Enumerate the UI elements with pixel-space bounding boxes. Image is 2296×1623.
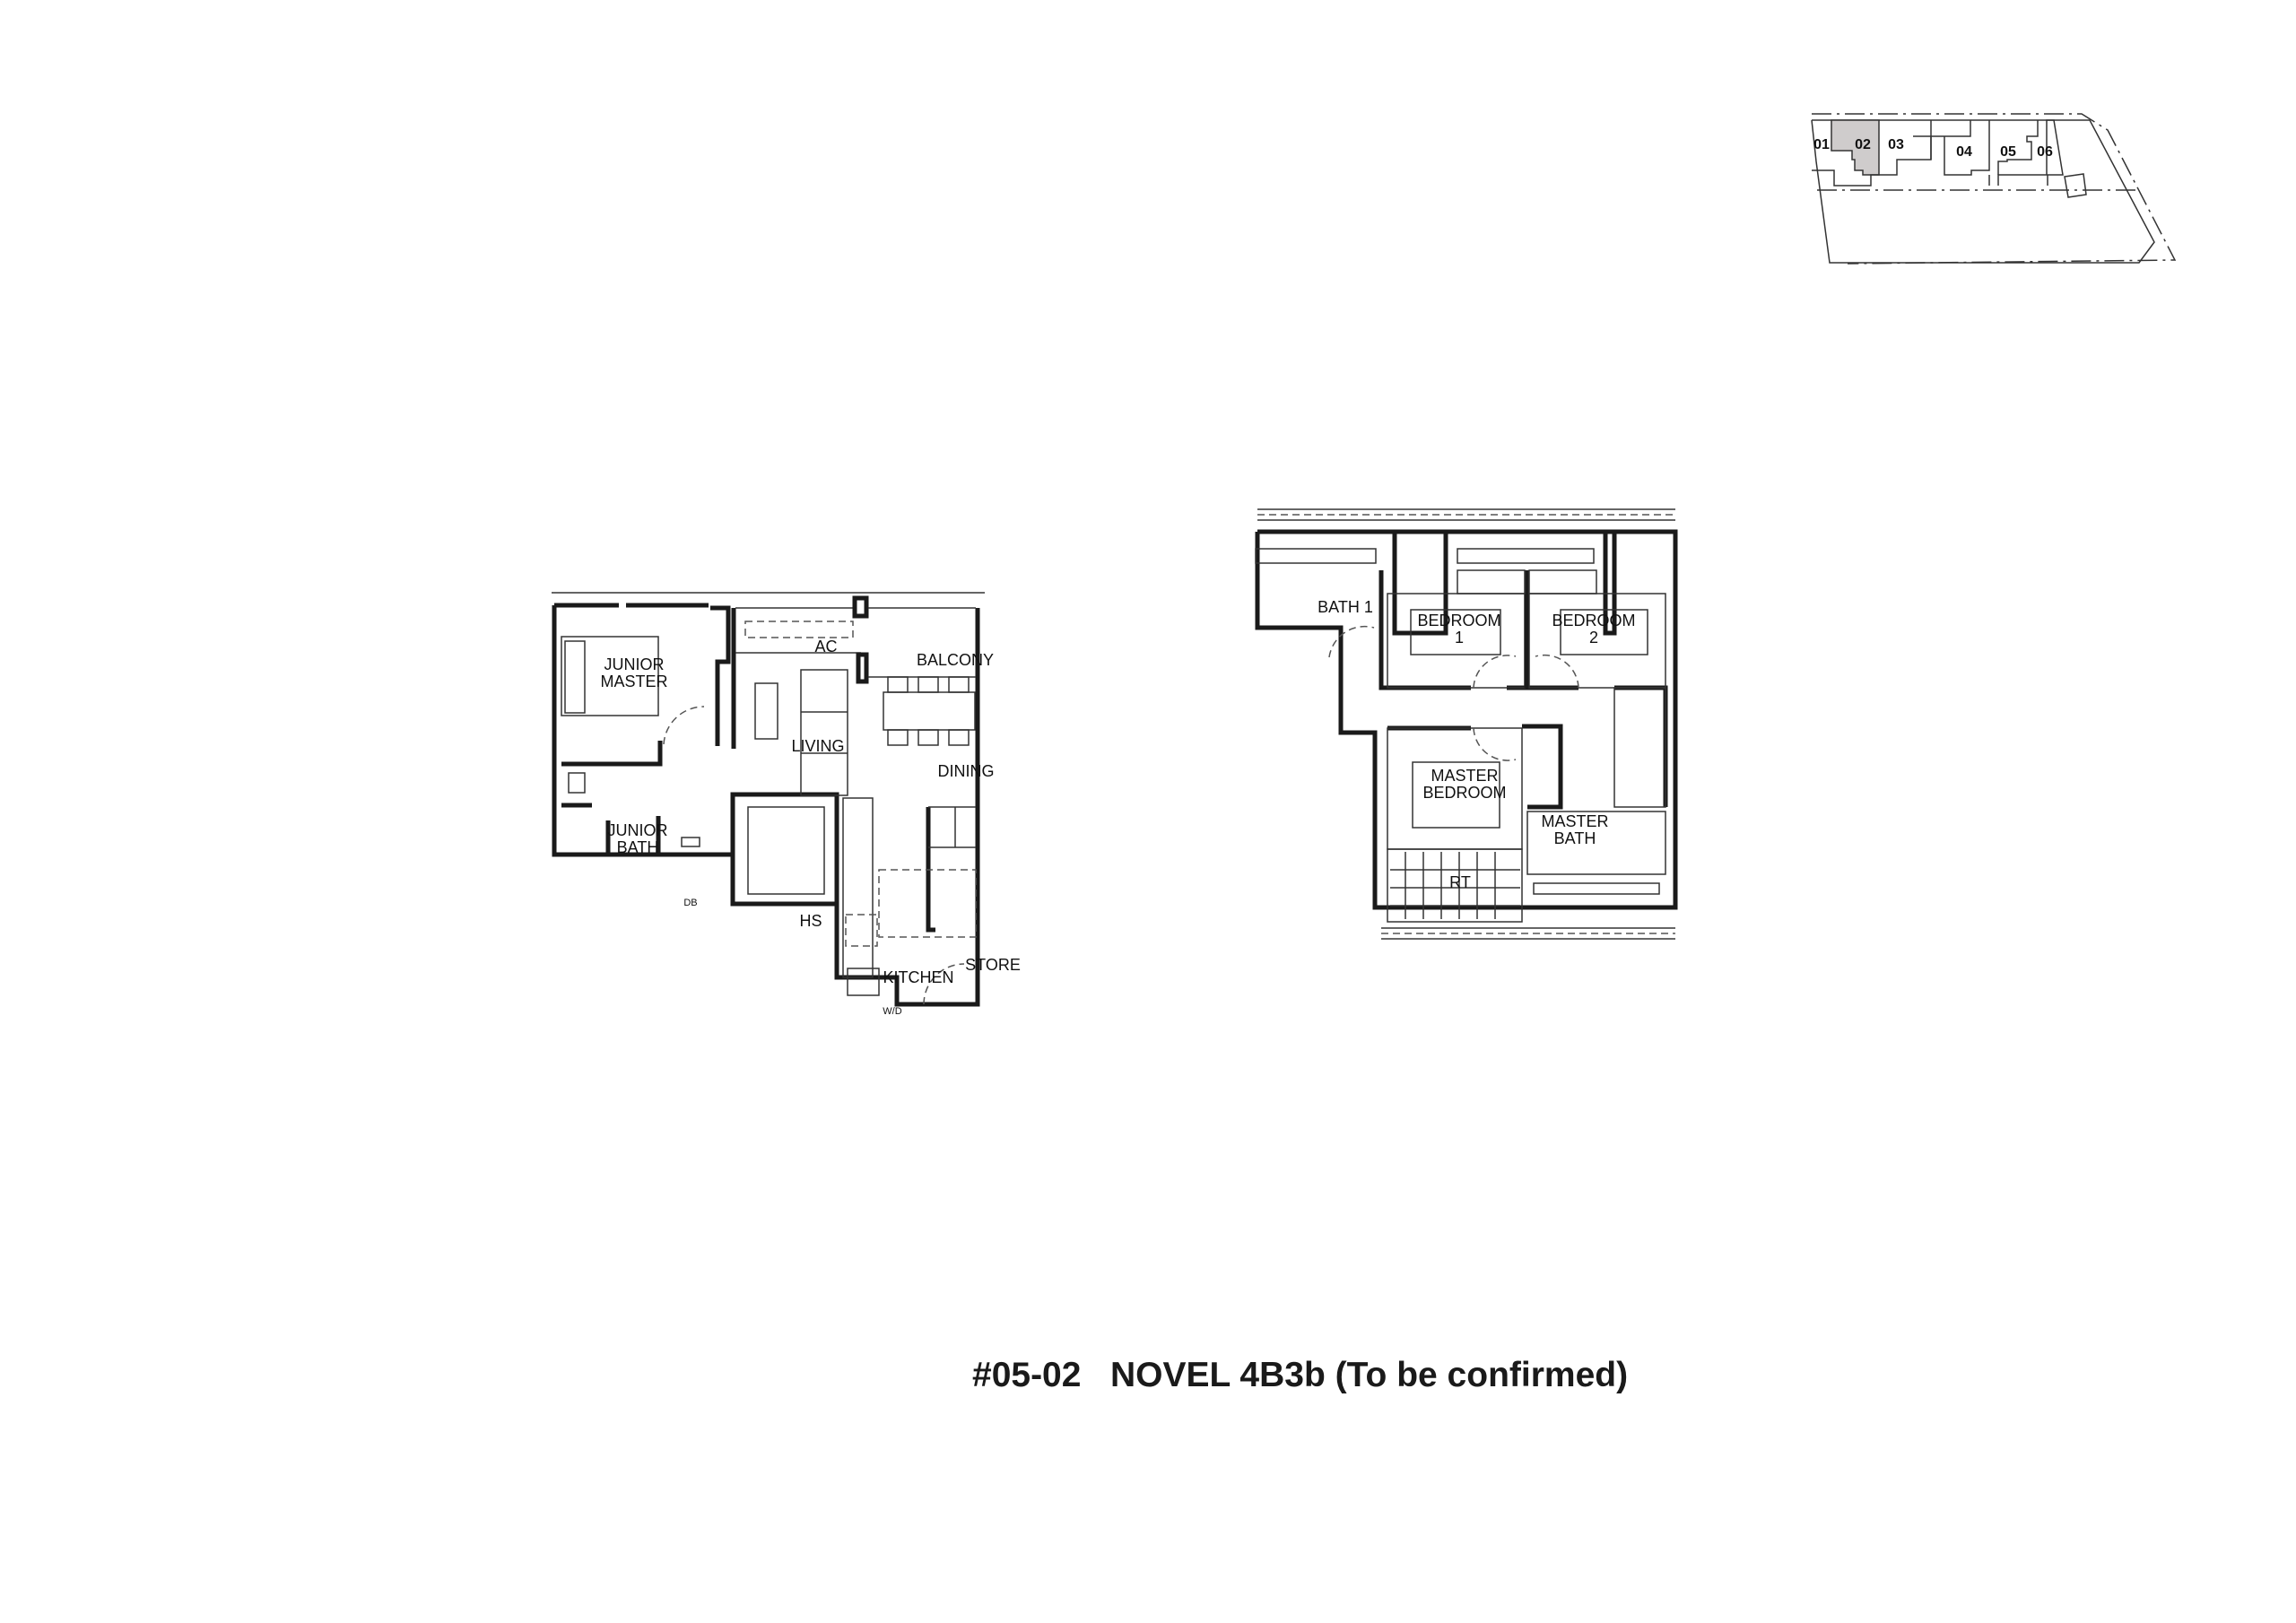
label-junior-master: JUNIOR (604, 655, 665, 673)
label-balcony: BALCONY (917, 651, 994, 669)
plan-title: #05-02 NOVEL 4B3b (To be confirmed) (972, 1356, 1628, 1395)
label-bedroom-1-number: 1 (1455, 629, 1464, 647)
key-plan-unit-02: 02 (1855, 137, 1871, 152)
label-living: LIVING (791, 737, 844, 755)
lower-floor-labels: JUNIOR MASTER AC BALCONY LIVING DINING J… (600, 638, 1020, 1017)
label-dining: DINING (938, 762, 995, 780)
label-junior-master-2: MASTER (600, 673, 667, 690)
label-master-bedroom: MASTER (1431, 767, 1498, 785)
key-plan-unit-05: 05 (2000, 144, 2016, 160)
key-plan: 01 02 03 04 05 06 (1811, 113, 2177, 265)
label-bath-1: BATH 1 (1318, 598, 1373, 616)
label-bedroom-2-number: 2 (1589, 629, 1598, 647)
rt-grid (1390, 852, 1520, 919)
upper-floor-labels: BATH 1 BEDROOM 1 BEDROOM 2 MASTER BEDROO… (1318, 598, 1635, 891)
lower-floor-plan (552, 592, 985, 1007)
key-plan-unit-06: 06 (2037, 144, 2053, 160)
label-bedroom-1: BEDROOM (1417, 612, 1500, 629)
key-plan-unit-04: 04 (1956, 144, 1972, 160)
label-wd: W/D (883, 1006, 901, 1017)
label-master-bath-2: BATH (1554, 829, 1596, 847)
key-plan-unit-02-highlight (1831, 119, 1880, 176)
label-bedroom-2: BEDROOM (1552, 612, 1635, 629)
unit-number: #05-02 (972, 1356, 1082, 1394)
unit-type: NOVEL 4B3b (To be confirmed) (1109, 1356, 1629, 1394)
key-plan-unit-01: 01 (1813, 137, 1830, 152)
label-master-bath: MASTER (1541, 812, 1608, 830)
label-rt: RT (1449, 873, 1471, 891)
label-kitchen: KITCHEN (883, 968, 953, 986)
label-hs: HS (799, 912, 822, 930)
upper-floor-plan (1255, 508, 1678, 940)
label-master-bedroom-2: BEDROOM (1422, 784, 1506, 802)
label-ac: AC (814, 638, 837, 655)
label-junior-bath: JUNIOR (608, 821, 668, 839)
label-db: DB (683, 898, 697, 908)
label-junior-bath-2: BATH (617, 838, 659, 856)
key-plan-unit-03: 03 (1888, 137, 1904, 152)
label-store: STORE (965, 956, 1021, 974)
